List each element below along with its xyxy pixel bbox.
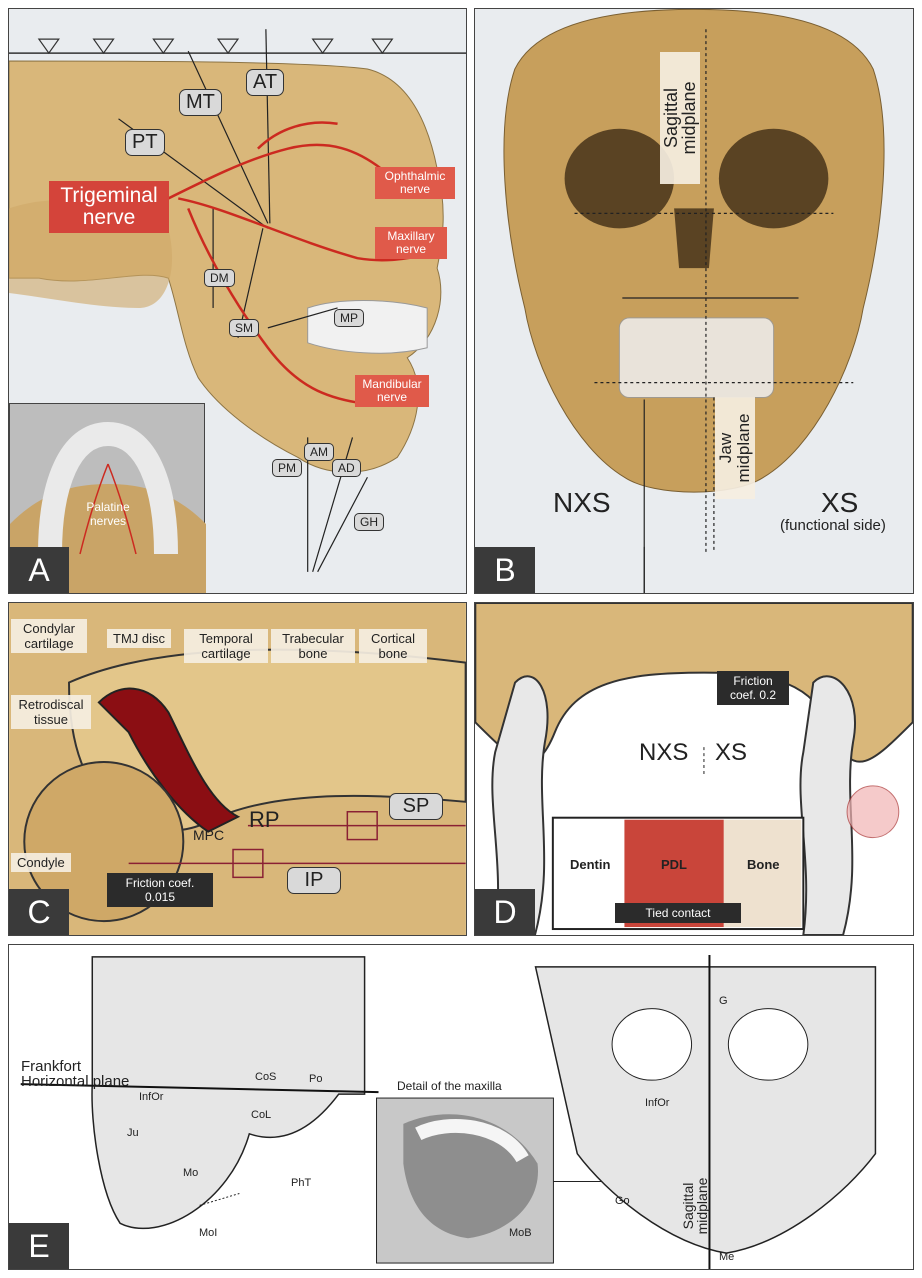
panel-a-letter: A bbox=[9, 547, 69, 593]
sp-tag: SP bbox=[389, 793, 443, 820]
panel-e-letter: E bbox=[9, 1223, 69, 1269]
muscle-pm-tag: PM bbox=[272, 459, 302, 477]
pdl-label: PDL bbox=[661, 857, 687, 872]
landmark-infor: InfOr bbox=[139, 1091, 163, 1103]
muscle-at-tag: AT bbox=[246, 69, 284, 96]
xs-label-d: XS bbox=[715, 739, 747, 767]
panel-e: Frankfort Horizontal plane Detail of the… bbox=[8, 944, 914, 1270]
condyle-label: Condyle bbox=[11, 853, 71, 872]
landmark-col: CoL bbox=[251, 1109, 271, 1121]
maxillary-nerve-label: Maxillary nerve bbox=[375, 227, 447, 259]
landmark-pht: PhT bbox=[291, 1177, 311, 1189]
dentin-label: Dentin bbox=[570, 857, 610, 872]
trigeminal-nerve-label: Trigeminal nerve bbox=[49, 181, 169, 233]
xs-label-b: XS bbox=[821, 487, 858, 519]
panel-d: Friction coef. 0.2 NXS XS Dentin PDL Bon… bbox=[474, 602, 914, 936]
muscle-mp-tag: MP bbox=[334, 309, 364, 327]
functional-side-label: (functional side) bbox=[780, 517, 886, 534]
muscle-ad-tag: AD bbox=[332, 459, 361, 477]
temporal-cartilage-label: Temporal cartilage bbox=[184, 629, 268, 663]
muscle-dm-tag: DM bbox=[204, 269, 235, 287]
retrodiscal-tissue-label: Retrodiscal tissue bbox=[11, 695, 91, 729]
palatine-nerves-label: Palatine nerves bbox=[80, 500, 136, 528]
panel-e-illustration bbox=[9, 945, 913, 1269]
landmark-mob: MoB bbox=[509, 1227, 532, 1239]
panel-c-letter: C bbox=[9, 889, 69, 935]
panel-b-letter: B bbox=[475, 547, 535, 593]
nxs-label-d: NXS bbox=[639, 739, 688, 767]
jaw-midplane-label: Jaw midplane bbox=[715, 397, 755, 499]
rp-label: RP bbox=[249, 807, 280, 833]
nxs-label-b: NXS bbox=[553, 487, 611, 519]
landmark-moi: MoI bbox=[199, 1227, 217, 1239]
condylar-cartilage-label: Condylar cartilage bbox=[11, 619, 87, 653]
ophthalmic-nerve-label: Ophthalmic nerve bbox=[375, 167, 455, 199]
landmark-cos: CoS bbox=[255, 1071, 276, 1083]
landmark-mo: Mo bbox=[183, 1167, 198, 1179]
panel-c: Condylar cartilage TMJ disc Temporal car… bbox=[8, 602, 467, 936]
muscle-sm-tag: SM bbox=[229, 319, 259, 337]
landmark-g: G bbox=[719, 995, 728, 1007]
trabecular-bone-label: Trabecular bone bbox=[271, 629, 355, 663]
bone-label: Bone bbox=[747, 857, 780, 872]
tied-contact-label: Tied contact bbox=[615, 903, 741, 923]
mpc-label: MPC bbox=[193, 827, 224, 843]
friction-coef-label-d: Friction coef. 0.2 bbox=[717, 671, 789, 705]
muscle-mt-tag: MT bbox=[179, 89, 222, 116]
landmark-me: Me bbox=[719, 1251, 734, 1263]
muscle-gh-tag: GH bbox=[354, 513, 384, 531]
cortical-bone-label: Cortical bone bbox=[359, 629, 427, 663]
detail-maxilla-label: Detail of the maxilla bbox=[397, 1079, 502, 1093]
tmj-disc-label: TMJ disc bbox=[107, 629, 171, 648]
mandibular-nerve-label: Mandibular nerve bbox=[355, 375, 429, 407]
muscle-pt-tag: PT bbox=[125, 129, 165, 156]
panel-a: AT MT PT DM SM MP AM PM AD GH Trigeminal… bbox=[8, 8, 467, 594]
landmark-ju: Ju bbox=[127, 1127, 139, 1139]
panel-b: Sagittal midplane Jaw midplane NXS XS (f… bbox=[474, 8, 914, 594]
landmark-infor-frontal: InfOr bbox=[645, 1097, 669, 1109]
sagittal-midplane-label-e: Sagittal midplane bbox=[681, 1171, 709, 1241]
muscle-am-tag: AM bbox=[304, 443, 334, 461]
landmark-go: Go bbox=[615, 1195, 630, 1207]
panel-d-letter: D bbox=[475, 889, 535, 935]
ip-tag: IP bbox=[287, 867, 341, 894]
landmark-po: Po bbox=[309, 1073, 322, 1085]
frankfort-plane-label: Frankfort Horizontal plane bbox=[21, 1059, 151, 1089]
sagittal-midplane-label: Sagittal midplane bbox=[660, 52, 700, 184]
panel-d-illustration bbox=[475, 603, 913, 935]
friction-coef-label-c: Friction coef. 0.015 bbox=[107, 873, 213, 907]
